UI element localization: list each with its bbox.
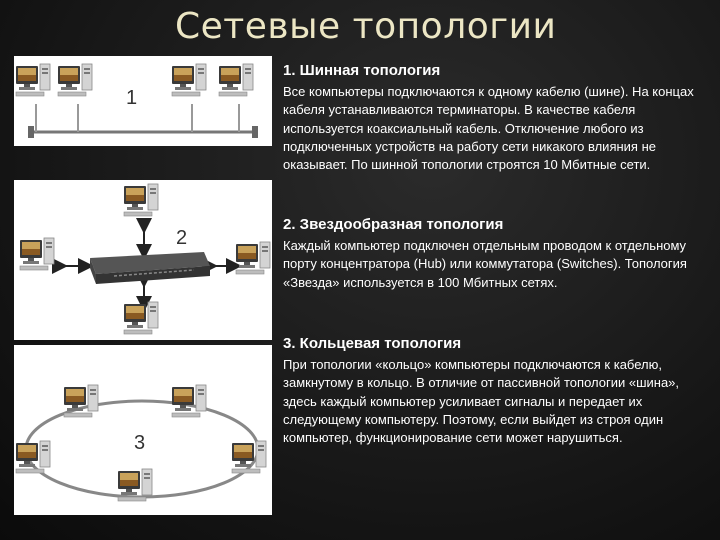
bus-topology-diagram: 1 — [14, 56, 272, 146]
computer-icon — [171, 63, 207, 97]
computer-icon — [218, 63, 254, 97]
section-body: Все компьютеры подключаются к одному каб… — [283, 84, 694, 173]
computer-icon — [235, 241, 271, 275]
computer-icon — [15, 440, 51, 474]
ring-topology-diagram: 3 — [14, 345, 272, 515]
computer-icon — [15, 63, 51, 97]
bus-topology-section: 1. Шинная топология Все компьютеры подкл… — [283, 62, 713, 174]
star-diagram-label: 2 — [176, 227, 187, 249]
hub-switch-icon — [90, 252, 210, 284]
star-topology-section: 2. Звездообразная топология Каждый компь… — [283, 216, 713, 292]
computer-icon — [171, 384, 207, 418]
computer-icon — [19, 237, 55, 271]
star-topology-diagram: 2 — [14, 180, 272, 340]
computer-icon — [63, 384, 99, 418]
ring-diagram-label: 3 — [134, 432, 145, 454]
section-heading: 3. Кольцевая топология — [283, 335, 462, 352]
bus-diagram-label: 1 — [126, 87, 137, 109]
ring-topology-section: 3. Кольцевая топология При топологии «ко… — [283, 335, 713, 447]
computer-icon — [123, 183, 159, 217]
section-heading: 1. Шинная топология — [283, 62, 441, 79]
section-heading: 2. Звездообразная топология — [283, 216, 504, 233]
section-body: При топологии «кольцо» компьютеры подклю… — [283, 357, 680, 446]
slide-title: Сетевые топологии — [175, 6, 557, 47]
computer-icon — [57, 63, 93, 97]
section-body: Каждый компьютер подключен отдельным про… — [283, 238, 687, 290]
computer-icon — [123, 301, 159, 335]
computer-icon — [231, 440, 267, 474]
computer-icon — [117, 468, 153, 502]
